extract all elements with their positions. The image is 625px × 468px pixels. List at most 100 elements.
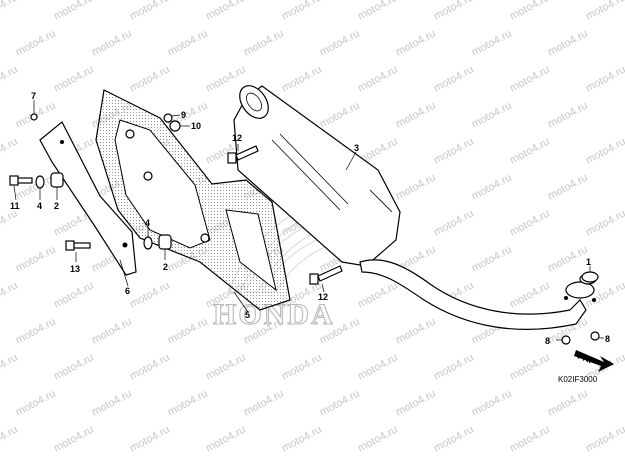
watermark-text: moto4.ru (432, 136, 476, 167)
callout-8: 8 (545, 336, 550, 346)
bolt-7[interactable] (30, 100, 38, 121)
nut-10[interactable] (169, 120, 190, 132)
watermark-text: moto4.ru (508, 280, 552, 311)
watermark-text: moto4.ru (128, 352, 172, 383)
watermark-text: moto4.ru (52, 352, 96, 383)
watermark-text: moto4.ru (584, 64, 625, 95)
watermark-text: moto4.ru (546, 244, 590, 275)
watermark-text: moto4.ru (584, 424, 625, 455)
bolt-13[interactable] (65, 240, 91, 262)
watermark-text: moto4.ru (546, 388, 590, 419)
callout-9: 9 (181, 110, 186, 120)
callout-2: 2 (54, 201, 59, 211)
watermark-text: moto4.ru (584, 208, 625, 239)
watermark-text: moto4.ru (508, 424, 552, 455)
watermark-text: moto4.ru (432, 424, 476, 455)
callout-7: 7 (31, 91, 36, 101)
watermark-text: moto4.ru (470, 28, 514, 59)
watermark-text: moto4.ru (280, 424, 324, 455)
watermark-text: moto4.ru (14, 388, 58, 419)
watermark-text: moto4.ru (356, 424, 400, 455)
watermark-text: moto4.ru (470, 244, 514, 275)
watermark-text: moto4.ru (166, 316, 210, 347)
watermark-text: moto4.ru (0, 64, 20, 95)
callout-2: 2 (163, 262, 168, 272)
watermark-text: moto4.ru (394, 316, 438, 347)
watermark-text: moto4.ru (52, 64, 96, 95)
watermark-text: moto4.ru (394, 388, 438, 419)
bolt-12b[interactable] (309, 265, 343, 293)
watermark-text: moto4.ru (432, 208, 476, 239)
watermark-text: moto4.ru (128, 280, 172, 311)
watermark-text: moto4.ru (394, 172, 438, 203)
watermark-text: moto4.ru (432, 0, 476, 23)
watermark-text: moto4.ru (0, 136, 20, 167)
watermark-text: moto4.ru (52, 424, 96, 455)
watermark-text: moto4.ru (204, 424, 248, 455)
watermark-text: moto4.ru (584, 0, 625, 23)
part-6-bracket[interactable] (39, 121, 137, 276)
watermark-text: moto4.ru (242, 28, 286, 59)
watermark-text: moto4.ru (0, 352, 20, 383)
nut-8a[interactable] (556, 335, 571, 345)
callout-8: 8 (605, 334, 610, 344)
watermark-text: moto4.ru (508, 0, 552, 23)
callouts: 1 2 2 3 4 4 5 6 7 8 8 9 10 11 12 12 13 (10, 91, 610, 346)
watermark-text: moto4.ru (204, 352, 248, 383)
watermark-text: moto4.ru (90, 28, 134, 59)
svg-text:FR.: FR. (576, 351, 593, 366)
callout-13: 13 (70, 264, 80, 274)
watermark-text: moto4.ru (204, 0, 248, 23)
watermark-text: moto4.ru (432, 64, 476, 95)
nut-8b[interactable] (590, 331, 604, 341)
watermark-text: moto4.ru (394, 28, 438, 59)
washer-4a[interactable] (35, 175, 45, 200)
gasket-1[interactable] (581, 266, 599, 283)
watermark-text: moto4.ru (546, 28, 590, 59)
watermark-text: moto4.ru (128, 64, 172, 95)
watermark-text: moto4.ru (508, 352, 552, 383)
watermark-text: moto4.ru (52, 280, 96, 311)
callout-12: 12 (232, 133, 242, 143)
callout-6: 6 (125, 286, 130, 296)
watermark-text: moto4.ru (394, 100, 438, 131)
watermark-text: moto4.ru (166, 28, 210, 59)
callout-4: 4 (37, 201, 42, 211)
watermark-text: moto4.ru (508, 208, 552, 239)
watermark-text: moto4.ru (546, 100, 590, 131)
watermark-text: moto4.ru (280, 0, 324, 23)
watermark-text: moto4.ru (432, 352, 476, 383)
washer-4b[interactable] (143, 226, 153, 250)
callout-5: 5 (245, 310, 250, 320)
watermark-text: moto4.ru (470, 100, 514, 131)
watermark-text: moto4.ru (470, 172, 514, 203)
callout-11: 11 (10, 201, 20, 211)
part-5-heat-shield[interactable] (95, 89, 291, 311)
watermark-text: moto4.ru (0, 0, 20, 23)
callout-1: 1 (586, 257, 591, 267)
callout-12: 12 (318, 292, 328, 302)
part-3-muffler[interactable] (233, 80, 401, 267)
callout-3: 3 (354, 143, 359, 153)
grommet-2b[interactable] (158, 234, 172, 260)
watermark-text: moto4.ru (508, 136, 552, 167)
watermark-text: moto4.ru (546, 172, 590, 203)
watermark-text: moto4.ru (0, 280, 20, 311)
watermark-text: moto4.ru (0, 208, 20, 239)
watermark-text: moto4.ru (356, 352, 400, 383)
nut-9[interactable] (163, 113, 181, 123)
watermark-text: moto4.ru (14, 244, 58, 275)
watermark-text: moto4.ru (90, 316, 134, 347)
watermark-text: moto4.ru (356, 280, 400, 311)
bolt-12a[interactable] (227, 144, 259, 164)
watermark-text: moto4.ru (242, 388, 286, 419)
watermark-text: moto4.ru (470, 388, 514, 419)
watermark-text: moto4.ru (356, 64, 400, 95)
watermark-text: moto4.ru (508, 64, 552, 95)
bolt-11[interactable] (9, 175, 33, 201)
watermark-text: moto4.ru (14, 28, 58, 59)
grommet-2a[interactable] (50, 172, 64, 200)
watermark-text: moto4.ru (318, 100, 362, 131)
watermark-text: moto4.ru (584, 136, 625, 167)
